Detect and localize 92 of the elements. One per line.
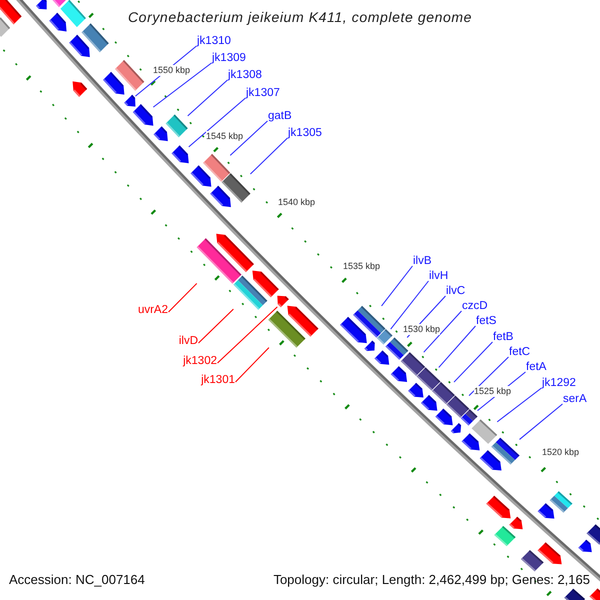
gene-pentagon [287,306,318,337]
gene-pentagon [103,72,124,95]
scale-label: 1520 kbp [542,446,580,458]
footer-text: Accession: NC_007164 [9,572,145,588]
gene-pentagon [509,516,523,530]
gene-label: jk1308 [228,69,262,82]
gene-pentagon [172,145,189,164]
leader-line [454,342,493,383]
leader-line [217,306,278,364]
gene-pentagon [216,234,254,272]
gene-label: jk1307 [246,87,280,100]
leader-line [198,308,234,344]
gene-pentagon [0,0,22,24]
gene-pentagon [364,340,375,351]
gene-pentagon [420,395,438,411]
gene-block [520,550,544,572]
scale-label: 1540 kbp [278,196,316,208]
gene-label: ilvB [413,255,432,268]
gene-pentagon [408,382,424,398]
gene-label: jk1301 [201,374,235,387]
gene-pentagon [578,540,592,552]
leader-line [468,356,509,396]
leader-line [423,310,462,353]
gene-pentagon [590,588,600,600]
leader-line [390,280,429,330]
scale-label: 1545 kbp [206,130,244,142]
scale-label: 1530 kbp [403,324,440,334]
leader-line [250,138,288,175]
gene-label: jk1309 [212,52,246,65]
gene-block [166,114,188,138]
leader-line [381,266,413,306]
gene-label: fetA [526,361,546,374]
gene-pentagon [450,423,462,434]
gene-label: gatB [268,110,292,123]
gene-pentagon [210,186,231,208]
gene-block [0,17,10,37]
gene-pentagon [154,126,168,142]
gene-block [115,60,144,91]
gene-block [82,23,109,52]
leader-line [230,120,268,156]
gene-block [494,526,516,546]
gene-label: fetC [509,346,530,359]
leader-line [152,62,212,108]
gene-label: fetB [493,331,514,344]
gene-block [222,173,250,203]
diagram-title: Corynebacterium jeikeium K411, complete genome [128,8,472,26]
gene-label: jk1302 [183,355,217,368]
scale-label: 1550 kbp [153,64,190,76]
gene-pentagon [69,34,90,58]
gene-label: ilvD [178,335,198,348]
gene-pentagon [486,496,511,518]
gene-block [376,329,392,345]
leader-line [235,347,270,382]
gene-label: jk1305 [288,127,322,140]
gene-label: czcD [462,300,488,313]
leader-line [188,98,246,148]
gene-block [460,409,478,426]
leader-line [187,80,228,116]
gene-pentagon [435,408,453,426]
scale-label: 1525 kbp [474,386,512,396]
footer-text: Topology: circular; Length: 2,462,499 bp; Genes: 2,165 [273,572,590,588]
gene-pentagon [124,94,136,107]
gene-pentagon [132,104,154,126]
gene-label: ilvH [429,270,448,283]
gene-label: serA [563,393,587,406]
gene-block [550,491,572,513]
gene-block [52,0,68,8]
gene-label: ilvC [446,285,466,298]
leader-line [438,326,476,368]
gene-pentagon [252,270,279,298]
gene-pentagon [538,542,562,564]
gene-block [564,588,585,600]
gene-pentagon [49,12,67,32]
gene-pentagon [72,81,88,97]
gene-block [203,154,230,182]
gene-label: uvrA2 [138,304,168,317]
gene-label: jk1292 [542,377,576,390]
gene-block [353,306,386,338]
leader-line [496,388,542,422]
gene-block [586,524,600,545]
gene-pentagon [374,350,390,365]
gene-pentagon [480,450,502,471]
gene-pentagon [190,165,212,187]
gene-label: jk1310 [197,35,231,48]
gene-pentagon [36,0,47,10]
gene-pentagon [538,503,554,519]
gene-label: fetS [476,315,496,328]
gene-pentagon [277,296,289,308]
gene-pentagon [390,366,408,382]
scale-label: 1535 kbp [343,260,380,272]
leader-line [519,404,563,440]
gene-pentagon [462,433,480,450]
